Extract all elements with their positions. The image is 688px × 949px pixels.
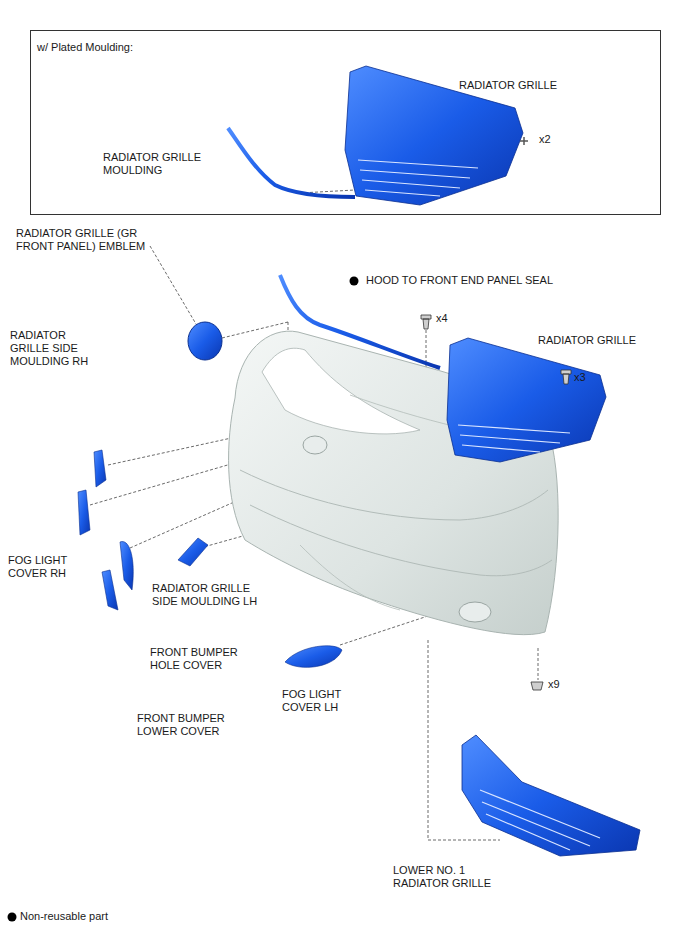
part-label: FOG LIGHT COVER LH: [282, 688, 362, 714]
part-label: FOG LIGHT COVER RH: [8, 554, 83, 580]
quantity-callout: x3: [574, 371, 586, 384]
legend-dot: [8, 913, 17, 922]
variant-box: w/ Plated Moulding: RADIATOR GRILLE RADIAT…: [30, 30, 661, 215]
radiator-grille: [447, 338, 606, 462]
part-label: LOWER NO. 1 RADIATOR GRILLE: [393, 864, 513, 890]
part-label: RADIATOR GRILLE (GR FRONT PANEL) EMBLEM: [16, 227, 146, 253]
leader-lines: [90, 141, 560, 840]
part-label: RADIATOR GRILLE: [538, 334, 636, 347]
section-heading: w/ Plated Moulding:: [37, 41, 133, 54]
part-label: HOOD TO FRONT END PANEL SEAL: [366, 274, 553, 287]
small-parts: [78, 450, 342, 667]
quantity-callout: x2: [539, 133, 551, 146]
part-label: FRONT BUMPER LOWER COVER: [137, 712, 242, 738]
part-label: FRONT BUMPER HOLE COVER: [150, 646, 255, 672]
hood-seal: [280, 275, 440, 368]
fasteners: [421, 315, 571, 690]
quantity-callout: x4: [436, 312, 448, 325]
part-label: RADIATOR GRILLE: [459, 79, 557, 92]
legend-text: Non-reusable part: [20, 910, 108, 923]
part-label: RADIATOR GRILLE SIDE MOULDING LH: [152, 582, 272, 608]
emblem: [188, 322, 222, 360]
part-label: RADIATOR GRILLE MOULDING: [103, 151, 213, 177]
part-label: RADIATOR GRILLE SIDE MOULDING RH: [10, 329, 90, 368]
lower-grille: [462, 735, 640, 856]
non-reusable-dot: [350, 277, 359, 286]
quantity-callout: x9: [548, 678, 560, 691]
